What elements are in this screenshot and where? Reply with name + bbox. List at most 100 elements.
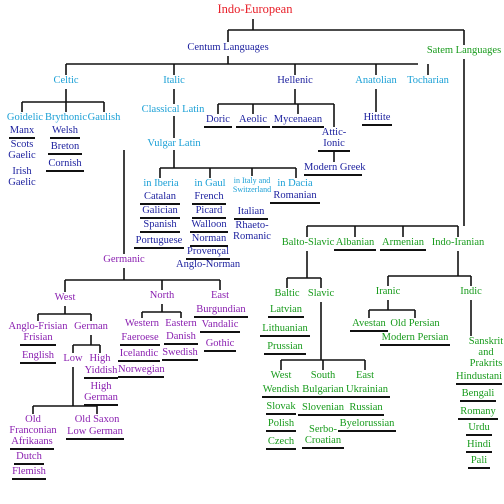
node-indic: Indic xyxy=(460,286,482,297)
node-modern-persian: Modern Persian xyxy=(380,332,450,346)
node-indo-iranian: Indo-Iranian xyxy=(431,237,485,248)
node-bulgarian: Bulgarian xyxy=(300,384,346,398)
node-manx: Manx xyxy=(9,125,35,139)
node-breton: Breton xyxy=(48,141,82,155)
node-western: Western xyxy=(124,318,160,329)
node-lithuanian: Lithuanian xyxy=(260,323,310,337)
node-wendish: Wendish xyxy=(262,384,300,398)
node-afrikaans: Afrikaans xyxy=(10,436,54,450)
node-high: High xyxy=(89,353,111,364)
node-dutch: Dutch xyxy=(14,451,44,465)
node-slovak: Slovak xyxy=(266,401,296,415)
node-aeolic: Aeolic xyxy=(236,114,270,128)
node-avestan: Avestan xyxy=(350,318,388,332)
node-serbo-croatian: Serbo-Croatian xyxy=(302,424,344,449)
node-balto-slavic: Balto-Slavic xyxy=(281,237,335,248)
node-rhaeto-romanic: Rhaeto-Romanic xyxy=(233,220,271,242)
node-south-slavic: South xyxy=(310,370,336,381)
node-attic-ionic: Attic-Ionic xyxy=(318,127,350,152)
node-norman: Norman xyxy=(190,233,228,247)
node-frisian: Frisian xyxy=(20,332,56,346)
node-welsh: Welsh xyxy=(50,125,80,139)
node-flemish: Flemish xyxy=(12,466,46,480)
node-gaulish: Gaulish xyxy=(87,112,121,123)
node-west-slavic: West xyxy=(270,370,292,381)
node-doric: Doric xyxy=(204,114,232,128)
node-anglo-norman: Anglo-Norman xyxy=(176,259,241,270)
node-polish: Polish xyxy=(266,418,296,432)
node-galician: Galician xyxy=(140,205,180,219)
node-english: English xyxy=(20,350,56,364)
node-in-gaul: in Gaul xyxy=(194,178,226,189)
node-prussian: Prussian xyxy=(264,341,306,355)
node-iranic: Iranic xyxy=(375,286,401,297)
node-albanian: Albanian xyxy=(334,237,376,251)
node-catalan: Catalan xyxy=(140,191,180,205)
node-old-franconian: Old Franconian xyxy=(9,414,57,436)
node-vandalic: Vandalic xyxy=(200,319,240,333)
node-armenian: Armenian xyxy=(380,237,426,251)
node-anatolian: Anatolian xyxy=(355,75,397,86)
node-modern-greek: Modern Greek xyxy=(304,162,366,176)
node-eastern: Eastern xyxy=(165,318,197,329)
node-indo-european: Indo-European xyxy=(217,2,293,16)
node-burgundian: Burgundian xyxy=(194,304,248,318)
node-italic: Italic xyxy=(163,75,185,86)
node-in-italy-switzerland: in Italy and Switzerland xyxy=(232,176,272,194)
node-romanian: Romanian xyxy=(270,190,320,204)
node-low-german: Low German xyxy=(66,426,124,440)
node-satem-languages: Satem Languages xyxy=(426,45,502,56)
node-cornish: Cornish xyxy=(46,158,84,172)
node-classical-latin: Classical Latin xyxy=(141,104,205,115)
node-gothic: Gothic xyxy=(204,338,236,352)
node-in-dacia: in Dacia xyxy=(277,178,313,189)
node-old-saxon: Old Saxon xyxy=(74,414,120,425)
node-french: French xyxy=(192,191,226,205)
node-irish-gaelic: Irish Gaelic xyxy=(8,166,36,188)
node-russian: Russian xyxy=(348,402,384,416)
node-goidelic: Goidelic xyxy=(6,112,44,123)
node-faeroese: Faeroese xyxy=(120,332,160,346)
node-low: Low xyxy=(63,353,83,364)
node-pali: Pali xyxy=(468,455,490,469)
node-sanskrit-prakrits: Sanskrit and Prakrits xyxy=(468,336,504,369)
node-anglo-frisian: Anglo-Frisian xyxy=(8,321,68,332)
node-ukrainian: Ukrainian xyxy=(344,384,390,398)
node-portuguese: Portuguese xyxy=(134,235,184,249)
node-romany: Romany xyxy=(458,406,498,420)
node-hindustani: Hindustani xyxy=(456,371,502,385)
node-slovenian: Slovenian xyxy=(298,402,348,416)
node-provencal: Provençal xyxy=(186,246,230,260)
node-tocharian: Tocharian xyxy=(407,75,449,86)
node-vulgar-latin: Vulgar Latin xyxy=(147,138,201,149)
node-danish: Danish xyxy=(164,331,198,345)
node-byelorussian: Byelorussian xyxy=(338,418,396,432)
node-spanish: Spanish xyxy=(140,219,180,233)
node-icelandic: Icelandic xyxy=(118,348,160,362)
node-czech: Czech xyxy=(266,436,296,450)
node-east-slavic: East xyxy=(355,370,375,381)
node-latvian: Latvian xyxy=(268,304,304,318)
node-hellenic: Hellenic xyxy=(277,75,313,86)
node-swedish: Swedish xyxy=(162,347,198,361)
node-mycenaean: Mycenaean xyxy=(272,114,324,128)
node-slavic: Slavic xyxy=(307,288,335,299)
node-in-iberia: in Iberia xyxy=(143,178,179,189)
node-norwegian: Norwegian xyxy=(118,364,165,378)
node-picard: Picard xyxy=(192,205,226,219)
node-north: North xyxy=(149,290,175,301)
node-east: East xyxy=(210,290,230,301)
node-hittite: Hittite xyxy=(362,112,392,126)
node-urdu: Urdu xyxy=(466,422,492,436)
node-germanic: Germanic xyxy=(103,254,145,265)
node-walloon: Walloon xyxy=(190,219,228,233)
node-west: West xyxy=(54,292,76,303)
node-celtic: Celtic xyxy=(53,75,79,86)
node-scots-gaelic: Scots Gaelic xyxy=(8,139,36,161)
node-german: German xyxy=(74,321,108,332)
node-brythonic: Brythonic xyxy=(45,112,87,123)
node-old-persian: Old Persian xyxy=(390,318,440,329)
node-bengali: Bengali xyxy=(460,388,496,402)
